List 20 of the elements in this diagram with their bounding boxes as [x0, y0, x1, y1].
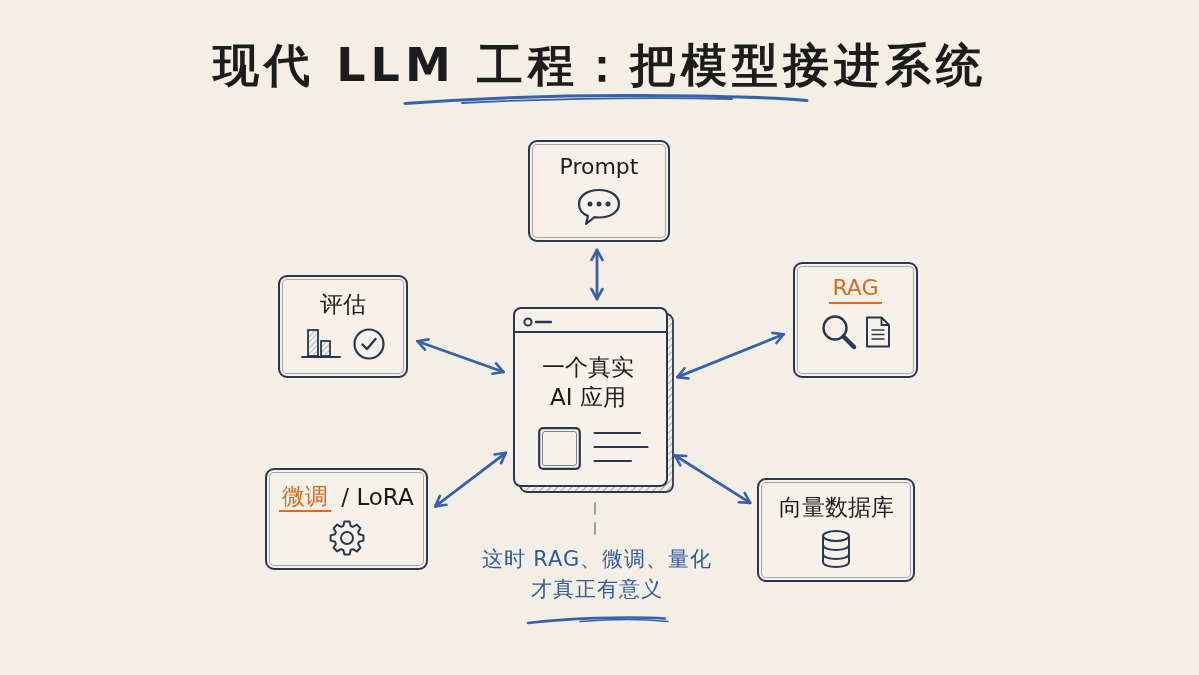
double-headed-arrow	[416, 338, 505, 376]
app-window	[513, 307, 668, 487]
node-label: 微调	[279, 482, 332, 512]
sketch-card	[265, 468, 428, 570]
double-headed-arrow	[433, 451, 508, 508]
node-label: 一个真实AI 应用	[541, 353, 635, 412]
caption-text: 这时 RAG、微调、量化才真正有意义	[474, 544, 720, 604]
sketch-card	[793, 262, 918, 378]
node-label: 评估	[320, 290, 366, 319]
node-label: RAG	[829, 274, 882, 304]
double-headed-arrow	[675, 331, 786, 380]
node-label: Prompt	[559, 153, 639, 181]
node-label: 向量数据库	[778, 493, 894, 522]
double-headed-arrow	[590, 248, 604, 301]
double-headed-arrow	[673, 453, 752, 505]
sketch-card	[278, 275, 408, 378]
sketch-card	[757, 478, 915, 582]
diagram-title: 现代 LLM 工程：把模型接进系统	[211, 37, 988, 94]
sketch-card	[528, 140, 670, 242]
node-label: / LoRA	[341, 483, 414, 512]
